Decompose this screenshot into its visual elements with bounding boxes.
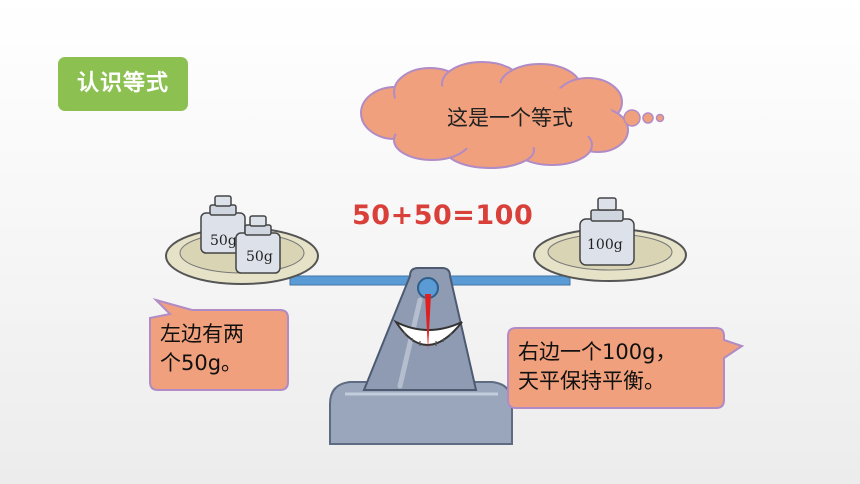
thought-dot-large: [623, 109, 641, 127]
weight-right: 100g: [579, 197, 635, 266]
equation-text: 50+50=100: [352, 200, 534, 231]
thought-cloud: [360, 61, 665, 169]
speech-right-text: 右边一个100g， 天平保持平衡。: [518, 338, 676, 396]
speech-left-text: 左边有两 个50g。: [160, 320, 244, 378]
thought-dot-medium: [642, 112, 654, 124]
left-pan: 50g 50g: [165, 195, 319, 285]
speech-left-line-1: 左边有两: [160, 322, 244, 346]
weight-left-front: 50g: [235, 215, 281, 274]
topic-badge: 认识等式: [58, 57, 188, 111]
thought-text: 这是一个等式: [447, 106, 573, 130]
weight-left-back: 50g: [200, 195, 246, 254]
speech-left-line-2: 个50g。: [160, 351, 243, 375]
speech-bubble-right: [507, 327, 745, 409]
scale-body: [362, 267, 478, 391]
needle: [425, 294, 431, 350]
speech-right-line-2: 天平保持平衡。: [518, 369, 665, 393]
right-pan: 100g: [533, 197, 687, 282]
speech-bubble-left: [149, 298, 289, 391]
weight-left-front-label: 50g: [246, 249, 273, 265]
speech-right-line-1: 右边一个100g，: [518, 340, 677, 364]
scale-base: [329, 381, 513, 445]
weight-left-back-label: 50g: [210, 233, 237, 249]
thought-dot-small: [655, 113, 665, 123]
weight-right-label: 100g: [587, 237, 623, 253]
